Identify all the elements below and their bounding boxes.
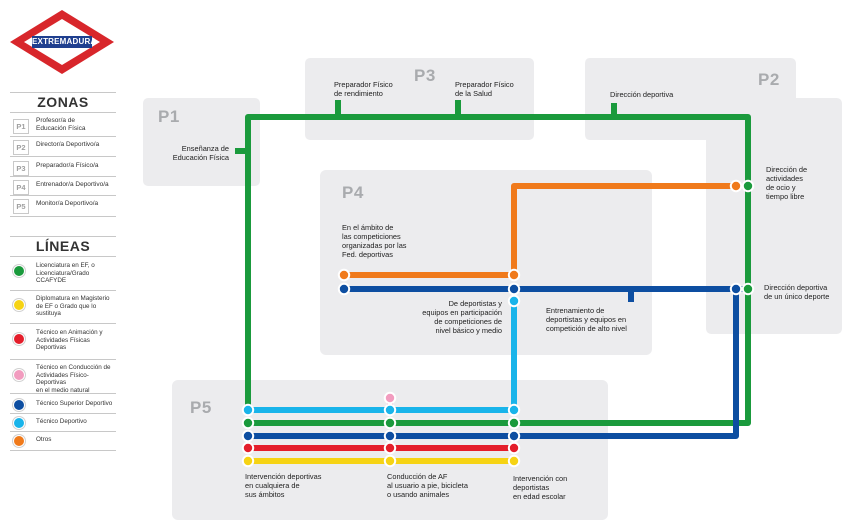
line-swatch xyxy=(13,399,25,411)
orange-line xyxy=(344,183,736,278)
station-ensenanza-ef: Enseñanza de Educación Física xyxy=(172,144,229,162)
line-label: Técnico Superior Deportivo xyxy=(36,400,113,407)
line-label: Otros xyxy=(36,436,52,443)
station-dot xyxy=(337,268,351,282)
line-swatch xyxy=(13,333,25,345)
legend-divider xyxy=(10,136,116,137)
zone-code: P3 xyxy=(13,161,29,176)
zone-label: Monitor/a Deportivo/a xyxy=(36,200,99,207)
legend-divider xyxy=(10,236,116,237)
station-ambito-federaciones: En el ámbito de las competiciones organi… xyxy=(342,223,407,259)
legend-divider xyxy=(10,450,116,451)
station-dot xyxy=(741,179,755,193)
station-dot xyxy=(241,403,255,417)
station-dot xyxy=(507,429,521,443)
legend-divider xyxy=(10,290,116,291)
zone-label: Preparador/a Físico/a xyxy=(36,162,99,169)
station-dot xyxy=(383,403,397,417)
legend-divider xyxy=(10,256,116,257)
line-swatch xyxy=(13,369,25,381)
zone-p3-label: P3 xyxy=(414,66,436,85)
legend-divider xyxy=(10,216,116,217)
line-label: Licenciatura en EF, o Licenciatura/Grado… xyxy=(36,262,95,285)
station-intervencion-escolar: Intervención con deportistas en edad esc… xyxy=(513,474,568,501)
zone-p4-area xyxy=(320,170,652,355)
station-entrenamiento-alto-nivel: Entrenamiento de deportistas y equipos e… xyxy=(546,306,627,333)
station-dot xyxy=(383,416,397,430)
station-conduccion-af: Conducción de AF al usuario a pie, bicic… xyxy=(387,472,468,499)
line-label: Técnico en Animación y Actividades Físic… xyxy=(36,329,103,352)
station-dot xyxy=(507,441,521,455)
legend-divider xyxy=(10,112,116,113)
zone-p4-label: P4 xyxy=(342,183,364,202)
zone-label: Profesor/a de Educación Física xyxy=(36,117,86,132)
legend-zone-p1: P1 Profesor/a de Educación Física xyxy=(10,116,116,136)
legend-zone-p5: P5 Monitor/a Deportivo/a xyxy=(10,196,116,216)
station-direccion-unico-deporte: Dirección deportiva de un único deporte xyxy=(764,283,830,301)
logo-text: EXTREMADURA xyxy=(32,36,97,48)
legend-zone-p2: P2 Director/a Deportivo/a xyxy=(10,137,116,157)
station-dot xyxy=(741,282,755,296)
station-deportistas-equipos: De deportistas y equipos en participació… xyxy=(422,299,502,335)
line-label: Técnico en Conducción de Actividades Fís… xyxy=(36,364,111,394)
station-dot xyxy=(507,268,521,282)
line-swatch xyxy=(13,299,25,311)
station-dot xyxy=(383,441,397,455)
station-dot xyxy=(507,294,521,308)
station-dot xyxy=(337,282,351,296)
station-dot xyxy=(507,403,521,417)
zone-code: P1 xyxy=(13,119,29,134)
station-dot xyxy=(729,179,743,193)
station-direccion-deportiva: Dirección deportiva xyxy=(610,90,674,99)
station-dot xyxy=(729,282,743,296)
line-swatch xyxy=(13,417,25,429)
legend-divider xyxy=(10,393,116,394)
station-direccion-ocio: Dirección de actividades de ocio y tiemp… xyxy=(766,165,808,201)
zone-code: P5 xyxy=(13,199,29,214)
legend-divider xyxy=(10,195,116,196)
station-dot xyxy=(241,441,255,455)
station-dot xyxy=(241,454,255,468)
legend-divider xyxy=(10,359,116,360)
legend-divider xyxy=(10,431,116,432)
legend-zones-title: ZONAS xyxy=(37,94,89,110)
station-preparador-rendimiento: Preparador Físico de rendimiento xyxy=(334,80,393,98)
zone-label: Director/a Deportivo/a xyxy=(36,141,100,148)
legend-divider xyxy=(10,176,116,177)
legend-zone-p3: P3 Preparador/a Físico/a xyxy=(10,158,116,178)
zone-p2-area xyxy=(585,58,842,334)
line-swatch xyxy=(13,265,25,277)
legend-divider xyxy=(10,92,116,93)
legend-divider xyxy=(10,323,116,324)
station-dot xyxy=(383,391,397,405)
legend-divider xyxy=(10,156,116,157)
station-preparador-salud: Preparador Físico de la Salud xyxy=(455,80,514,98)
station-dot xyxy=(383,429,397,443)
legend-lines-title: LÍNEAS xyxy=(35,238,91,254)
station-intervencion-ambitos: Intervención deportivas en cualquiera de… xyxy=(245,472,322,499)
station-dot xyxy=(507,454,521,468)
station-dot xyxy=(241,429,255,443)
station-dot xyxy=(241,416,255,430)
darkblue-line-descent xyxy=(248,289,739,439)
line-label: Diplomatura en Magisterio de EF o Grado … xyxy=(36,295,110,318)
line-label: Técnico Deportivo xyxy=(36,418,87,425)
line-swatch xyxy=(13,435,25,447)
legend-zone-p4: P4 Entrenador/a Deportivo/a xyxy=(10,177,116,197)
zone-p2-label: P2 xyxy=(758,70,780,89)
zone-code: P2 xyxy=(13,140,29,155)
station-dot xyxy=(383,454,397,468)
zone-p5-label: P5 xyxy=(190,398,212,417)
station-dot xyxy=(507,282,521,296)
green-line xyxy=(245,114,751,426)
zone-p1-area xyxy=(143,98,260,186)
legend-divider xyxy=(10,413,116,414)
station-dot xyxy=(507,416,521,430)
zone-p1-label: P1 xyxy=(158,107,180,126)
zone-code: P4 xyxy=(13,180,29,195)
zone-label: Entrenador/a Deportivo/a xyxy=(36,181,109,188)
